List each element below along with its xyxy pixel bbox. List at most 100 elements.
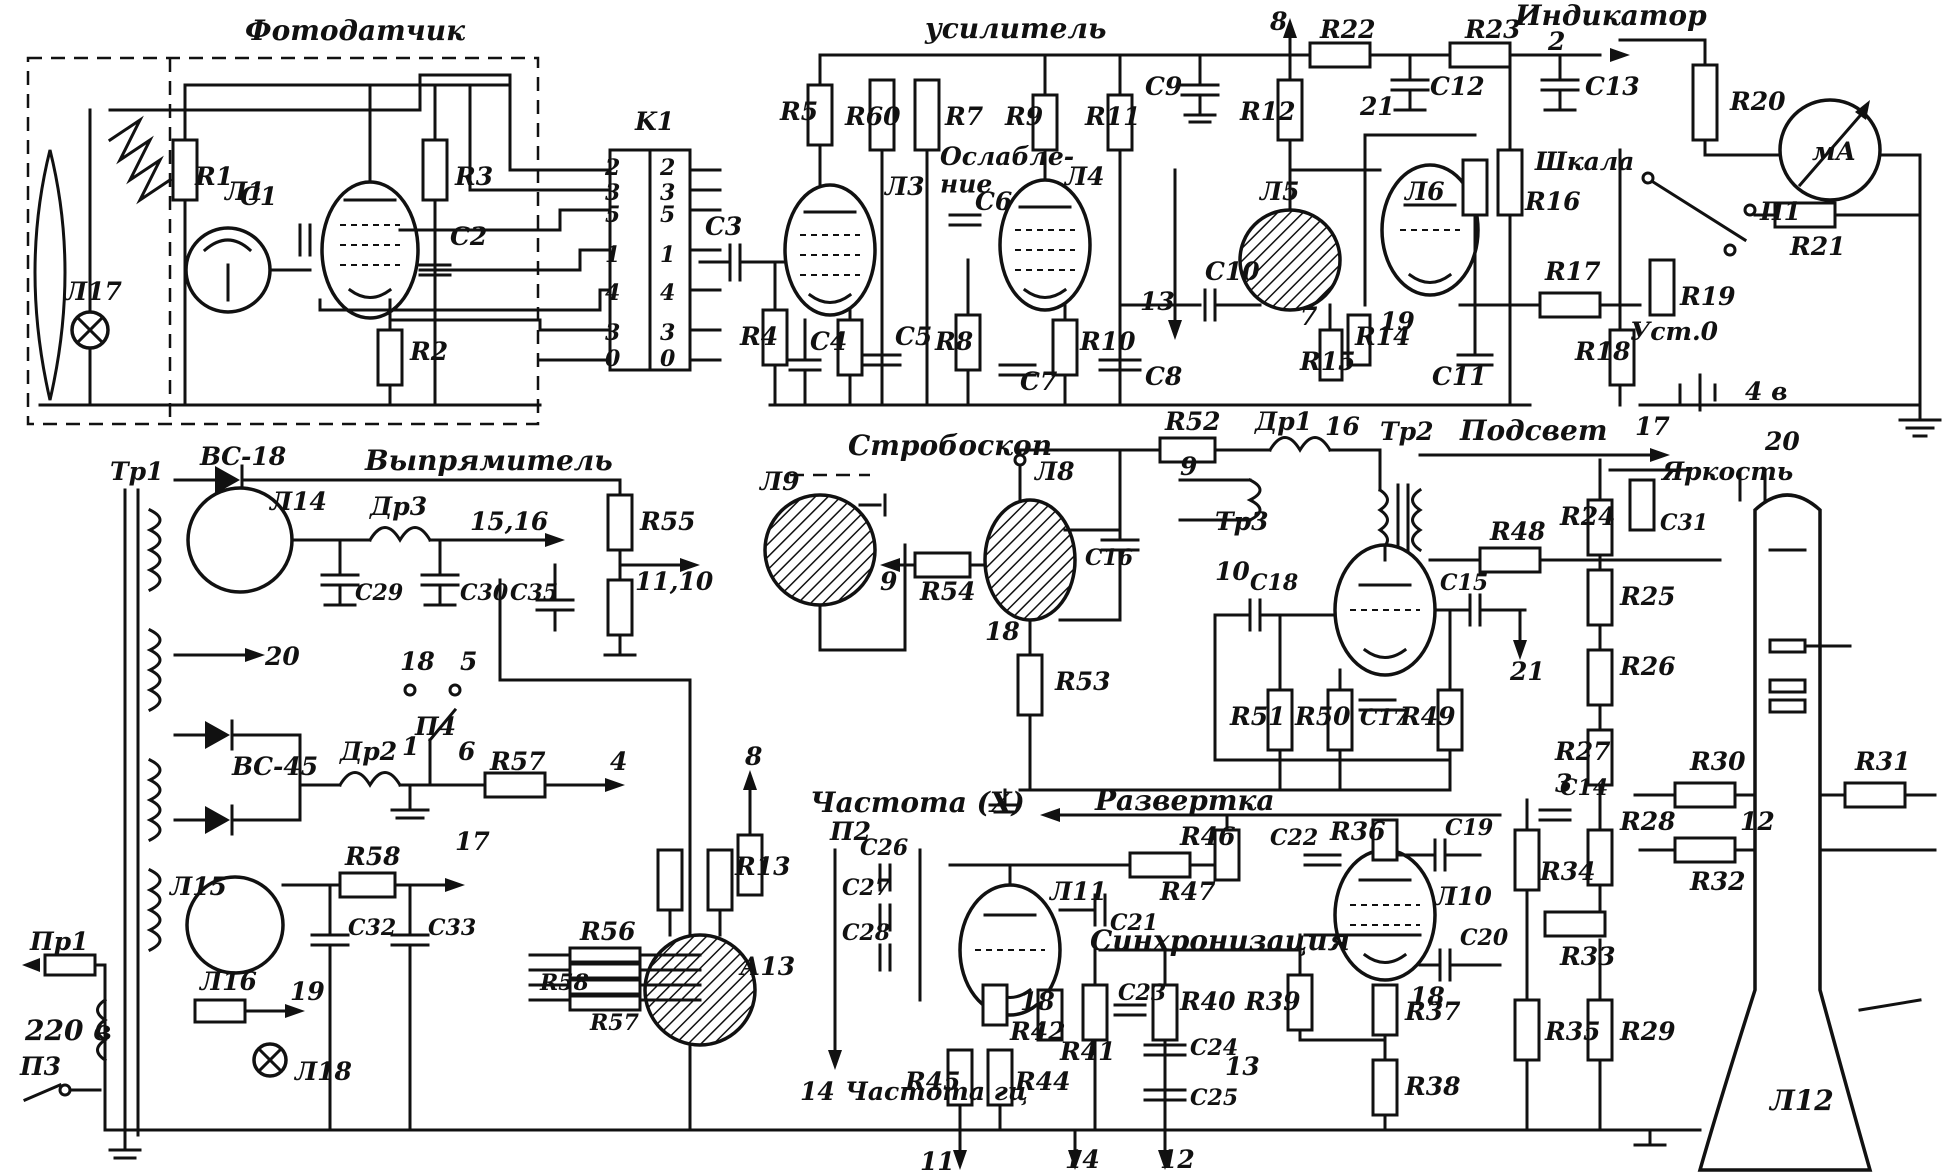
label-p1: П1	[1759, 197, 1801, 226]
label-c25: C25	[1190, 1085, 1238, 1111]
k1-pin-5r: 5	[660, 202, 675, 228]
label-tr3: Тр3	[1215, 507, 1268, 536]
label-l8: Л8	[1033, 457, 1075, 486]
label-r49: R49	[1399, 702, 1456, 731]
label-c4: C4	[810, 327, 847, 356]
label-r38: R38	[1404, 1072, 1461, 1101]
node-15-16: 15,16	[470, 507, 548, 536]
node-14b: 14	[1065, 1145, 1100, 1174]
node-11-10: 11,10	[635, 567, 714, 596]
label-r3: R3	[454, 162, 493, 191]
label-r18: R18	[1574, 337, 1631, 366]
node-12: 12	[1740, 807, 1775, 836]
label-dr2: Др2	[339, 737, 397, 766]
label-c26: C26	[860, 835, 908, 861]
backlight-block	[1018, 448, 1722, 792]
node-5: 5	[460, 647, 477, 676]
label-r52: R52	[1164, 407, 1221, 436]
label-c9: C9	[1145, 72, 1182, 101]
node-12b: 12	[1160, 1145, 1195, 1174]
label-r39: R39	[1244, 987, 1301, 1016]
label-dr3: Др3	[369, 492, 427, 521]
amplifier-block	[698, 18, 1642, 407]
k1-pin-5: 5	[605, 202, 620, 228]
label-r12: R12	[1239, 97, 1296, 126]
k1-pin-3br: 3	[660, 320, 675, 346]
label-c8: C8	[1145, 362, 1182, 391]
label-r9: R9	[1004, 102, 1043, 131]
tube-l3-icon	[783, 183, 877, 317]
label-r36: R36	[1329, 817, 1386, 846]
label-c18: C18	[1250, 570, 1298, 596]
label-r31: R31	[1854, 747, 1911, 776]
label-c33: C33	[428, 915, 476, 941]
label-r51: R51	[1229, 702, 1286, 731]
label-c7: C7	[1020, 367, 1058, 396]
label-c21: C21	[1110, 910, 1158, 936]
label-amplifier: усилитель	[924, 12, 1106, 45]
label-vs18: ВС-18	[199, 442, 286, 471]
label-l3: Л3	[883, 172, 925, 201]
label-r20: R20	[1729, 87, 1786, 116]
label-r28: R28	[1619, 807, 1676, 836]
node-18c: 18	[1410, 982, 1445, 1011]
tube-l10-icon	[1333, 848, 1437, 982]
label-c1: C1	[240, 182, 277, 211]
label-r23: R23	[1464, 15, 1521, 44]
node-20: 20	[264, 642, 300, 671]
node-21: 21	[1359, 92, 1395, 121]
label-r58b: R58	[539, 970, 589, 996]
lens-icon	[33, 149, 67, 401]
label-l6: Л6	[1403, 177, 1445, 206]
label-r19: R19	[1679, 282, 1736, 311]
label-r35: R35	[1544, 1017, 1601, 1046]
k1-pin-3r: 3	[660, 180, 675, 206]
heater-coil-icon	[107, 115, 173, 205]
k1-pin-4r: 4	[660, 280, 675, 306]
label-r8: R8	[934, 327, 973, 356]
tube-a13-icon	[643, 933, 757, 1047]
label-r14: R14	[1354, 322, 1411, 351]
label-dr1: Др1	[1254, 407, 1312, 436]
k1-pin-0: 0	[605, 346, 621, 372]
label-r29: R29	[1619, 1017, 1676, 1046]
label-c20: C20	[1460, 925, 1509, 951]
label-c29: C29	[355, 580, 403, 606]
label-c16: C16	[1085, 545, 1133, 571]
label-r15: R15	[1299, 347, 1356, 376]
node-8: 8	[1269, 7, 1287, 36]
label-c14: C14	[1560, 775, 1608, 801]
k1-pin-0r: 0	[660, 346, 676, 372]
label-r60: R60	[844, 102, 901, 131]
label-r57b: R57	[589, 1010, 640, 1036]
label-c3: C3	[705, 212, 742, 241]
label-c13: C13	[1585, 72, 1640, 101]
node-9b: 9	[880, 567, 897, 596]
node-17: 17	[455, 827, 490, 856]
label-r1: R1	[194, 162, 233, 191]
label-r41: R41	[1059, 1037, 1116, 1066]
node-9: 9	[1180, 452, 1197, 481]
label-r7: R7	[944, 102, 984, 131]
label-r45: R45	[904, 1067, 961, 1096]
node-10: 10	[1215, 557, 1250, 586]
sweep-block	[828, 788, 1667, 1170]
label-l9: Л9	[758, 467, 800, 496]
label-r48: R48	[1489, 517, 1546, 546]
label-c28: C28	[842, 920, 890, 946]
label-r37: R37	[1404, 997, 1461, 1026]
node-21b: 21	[1509, 657, 1545, 686]
label-l1: Л1	[223, 177, 265, 206]
label-r56: R56	[579, 917, 636, 946]
k1-pin-4: 4	[605, 280, 620, 306]
label-k1: K1	[634, 107, 674, 136]
label-frequency-x: Частота (X)	[810, 786, 1025, 819]
label-fuse: Пр1	[29, 927, 89, 956]
node-18: 18	[400, 647, 435, 676]
label-c2: C2	[450, 222, 487, 251]
label-c11: C11	[1432, 362, 1487, 391]
node-2: 2	[1547, 27, 1565, 56]
tube-l8-icon	[983, 498, 1077, 622]
label-r13: R13	[734, 852, 791, 881]
